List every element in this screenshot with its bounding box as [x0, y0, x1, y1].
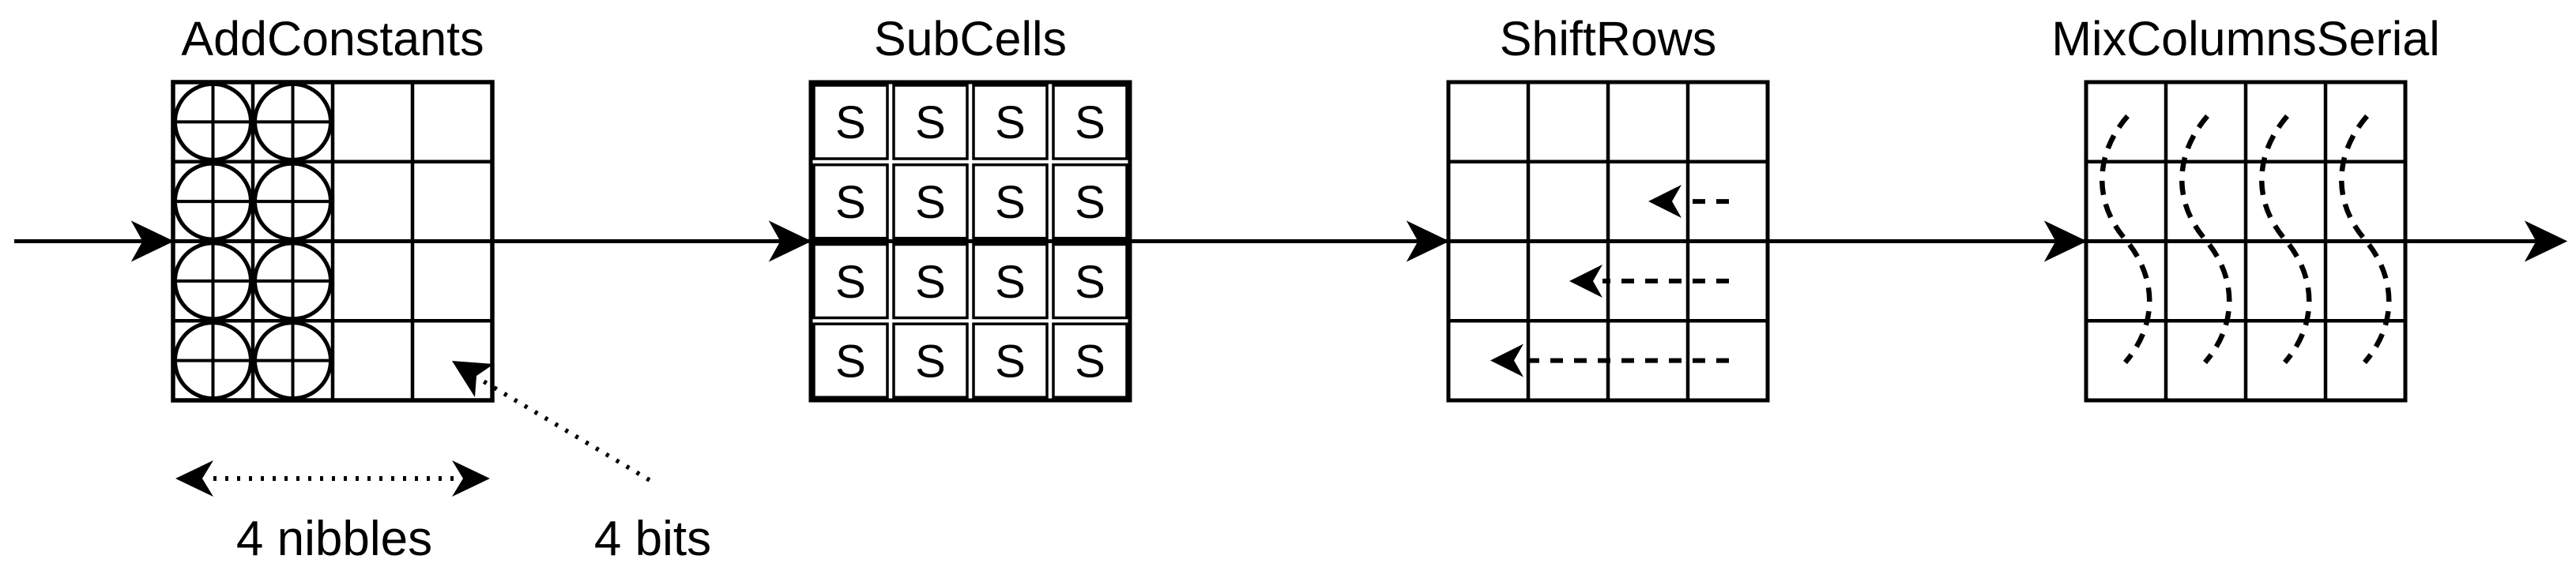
sbox-cell-label: S: [915, 97, 946, 148]
flow-arrowhead: [768, 220, 812, 262]
bits-dotted-line: [482, 379, 651, 482]
sbox-cell: [812, 84, 889, 160]
xor-circle: [253, 321, 333, 401]
sbox-cell-label: S: [835, 97, 866, 148]
xor-circle: [253, 161, 333, 242]
grid-lines: [1448, 82, 1768, 400]
grid-lines: [173, 82, 492, 400]
sbox-cell-label: S: [915, 336, 946, 388]
xor-circle: [173, 241, 253, 321]
xor-circle: [173, 161, 253, 242]
shift-arrowhead-row4: [1490, 343, 1523, 377]
sbox-cell: [812, 163, 889, 240]
flow-arrowhead: [130, 220, 175, 262]
sbox-cell-label: S: [915, 257, 946, 308]
nibbles-arrowhead-left: [175, 460, 213, 497]
mix-column-curves: [2100, 114, 2392, 365]
sbox-cell: [1052, 242, 1128, 320]
sbox-cell: [1052, 84, 1128, 160]
nibbles-label: 4 nibbles: [235, 512, 433, 563]
sbox-cell: [812, 322, 889, 399]
mix-column-curve: [2100, 114, 2152, 365]
sbox-cells: [812, 84, 1128, 399]
sbox-cell: [892, 163, 969, 240]
block-title-mixcolumnsserial: MixColumnsSerial: [2051, 12, 2440, 66]
sbox-cell: [892, 84, 969, 160]
block-title-addconstants: AddConstants: [181, 12, 484, 66]
sbox-cell-label: S: [1075, 177, 1105, 228]
mix-column-curve: [2259, 114, 2312, 365]
sbox-cell-label: S: [995, 177, 1026, 228]
bits-arrowhead: [452, 361, 494, 397]
shift-arrowhead-row3: [1569, 265, 1602, 298]
sbox-cell: [1052, 322, 1128, 399]
shift-arrowhead-row2: [1648, 185, 1682, 218]
mix-column-curve: [2179, 114, 2232, 365]
shift-rows-grid: [1446, 80, 1770, 403]
block-title-subcells: SubCells: [873, 12, 1068, 66]
sbox-cell-label: S: [1075, 336, 1105, 388]
sbox-cell-label: S: [835, 257, 866, 308]
sbox-cell: [972, 242, 1049, 320]
nibbles-span-arrow: [175, 460, 490, 497]
mix-column-curve: [2339, 114, 2392, 365]
sbox-cell-label: S: [835, 336, 866, 388]
sbox-cell: [812, 242, 889, 320]
sbox-cell: [972, 322, 1049, 399]
sbox-cell: [892, 242, 969, 320]
xor-circle: [173, 81, 253, 162]
bits-label: 4 bits: [593, 512, 712, 563]
sbox-cell-label: S: [915, 177, 946, 228]
sbox-cell-label: S: [1075, 257, 1105, 308]
sub-cells-grid: S S S S S S S S S S S S S S S S: [808, 80, 1132, 403]
sbox-cell-label: S: [995, 257, 1026, 308]
xor-circles: [173, 81, 333, 401]
grid-border: [808, 80, 1132, 403]
sbox-labels: S S S S S S S S S S S S S S S S: [835, 97, 1105, 388]
sbox-cell: [892, 322, 969, 399]
sbox-cell: [972, 84, 1049, 160]
sbox-cell: [972, 163, 1049, 240]
xor-circle: [253, 81, 333, 162]
shift-arrows: [1490, 185, 1729, 377]
nibbles-arrowhead-right: [452, 460, 490, 497]
sbox-cell: [1052, 163, 1128, 240]
sbox-cell-label: S: [835, 177, 866, 228]
add-constants-grid: [171, 80, 495, 403]
flow-arrowhead: [2524, 220, 2568, 262]
grid-border: [2084, 80, 2408, 403]
grid-border: [1446, 80, 1770, 403]
mix-columns-grid: [2084, 80, 2408, 403]
grid-lines: [2086, 82, 2405, 400]
grid-border: [171, 80, 495, 403]
flow-arrowhead: [2043, 220, 2088, 262]
sbox-cell-label: S: [995, 336, 1026, 388]
block-title-shiftrows: ShiftRows: [1499, 12, 1717, 66]
xor-circle: [173, 321, 253, 401]
sbox-cell-label: S: [995, 97, 1026, 148]
flow-arrowhead: [1406, 220, 1450, 262]
sbox-cell-label: S: [1075, 97, 1105, 148]
bits-pointer-arrow: [452, 361, 651, 482]
xor-circle: [253, 241, 333, 321]
